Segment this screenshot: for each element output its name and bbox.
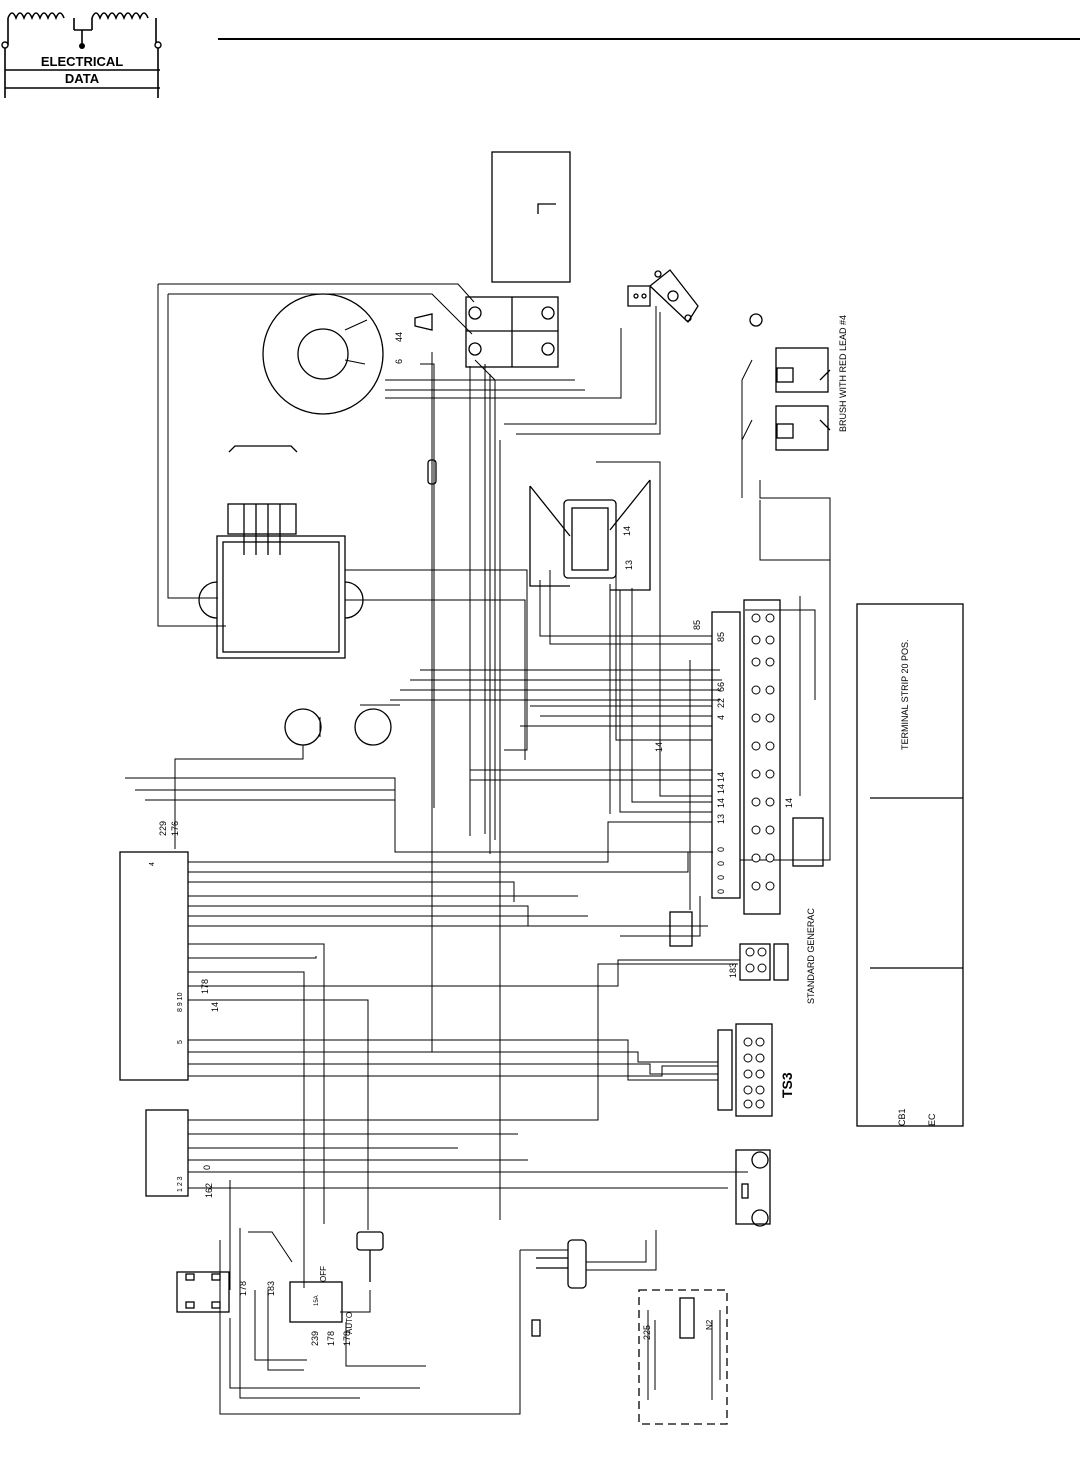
meter-2 — [354, 708, 392, 746]
wire-14e: 14 — [784, 798, 794, 808]
wire-14-mid: 14 — [654, 742, 664, 752]
brush-note: BRUSH WITH RED LEAD #4 — [838, 315, 848, 432]
fuel-solenoid — [567, 1239, 587, 1289]
wire-85b: 85 — [716, 632, 726, 642]
controller-2 — [145, 1109, 189, 1197]
wire-0b: 0 — [716, 861, 726, 866]
wire-14d: 14 — [716, 798, 726, 808]
terminal-strip — [711, 611, 741, 899]
pin-4: 4 — [149, 862, 156, 866]
logo-line2: DATA — [65, 71, 100, 86]
engine-controller — [119, 851, 189, 1081]
wire-0d: 0 — [716, 889, 726, 894]
wire-178b: 178 — [238, 1281, 248, 1296]
wire-229: 229 — [158, 821, 168, 836]
auto-off-switch — [289, 1281, 343, 1323]
notes-table — [856, 603, 964, 1127]
brush-holder-1 — [775, 347, 829, 393]
wire-183b: 183 — [266, 1281, 276, 1296]
wire-178c: 178 — [326, 1331, 336, 1346]
wire-176: 176 — [170, 821, 180, 836]
wire-22: 22 — [716, 698, 726, 708]
wire-178: 178 — [200, 979, 210, 994]
brush-holder-2 — [775, 405, 829, 451]
pins-8-9-10: 8 9 10 — [177, 992, 184, 1012]
wire-0e: 0 — [202, 1165, 212, 1170]
wire-13-connector: 13 — [624, 560, 634, 570]
wire-4: 4 — [716, 715, 726, 720]
logo-line1: ELECTRICAL — [41, 54, 123, 69]
hourmeter — [284, 708, 322, 746]
regulator-box — [216, 535, 346, 659]
wire-44: 44 — [394, 332, 404, 342]
wire-183: 183 — [728, 963, 738, 978]
wire-14b: 14 — [716, 772, 726, 782]
ec-label: EC — [927, 1113, 937, 1126]
cb1-label: CB1 — [897, 1108, 907, 1126]
electrical-data-logo: ELECTRICAL DATA — [1, 12, 162, 98]
stator-coil — [262, 293, 384, 415]
header-rule — [218, 38, 1080, 40]
pins-1-2-3: 1 2 3 — [177, 1176, 184, 1192]
switch-15a-label: 15A — [314, 1295, 320, 1306]
wire-14c: 14 — [716, 784, 726, 794]
n2-label: N2 — [705, 1319, 714, 1330]
wire-162: 162 — [204, 1183, 214, 1198]
wire-0c: 0 — [716, 875, 726, 880]
terminal-strip-note: TERMINAL STRIP 20 POS. — [900, 639, 910, 750]
wire-14g: 14 — [210, 1002, 220, 1012]
pin-5: 5 — [177, 1040, 184, 1044]
relay-k1 — [176, 1271, 230, 1313]
wire-13b: 13 — [716, 814, 726, 824]
wire-225: 225 — [642, 1325, 652, 1340]
relay-box — [491, 151, 571, 283]
wire-239: 239 — [310, 1331, 320, 1346]
ts3-label: TS3 — [779, 1072, 795, 1098]
ts3-strip — [717, 1029, 733, 1111]
control-panel-connector — [563, 499, 617, 579]
switch-off-label: OFF — [319, 1266, 328, 1282]
starter-contactor — [735, 1149, 771, 1225]
wire-178d: 178 — [342, 1331, 352, 1346]
wire-66: 66 — [716, 682, 726, 692]
wire-0a: 0 — [716, 847, 726, 852]
wire-85a: 85 — [692, 620, 702, 630]
switch-auto-label: AUTO — [345, 1312, 354, 1334]
standard-note: STANDARD GENERAC — [806, 908, 816, 1004]
battery-charger-box — [638, 1289, 728, 1425]
wire-14-connector: 14 — [622, 526, 632, 536]
wire-6: 6 — [394, 359, 404, 364]
